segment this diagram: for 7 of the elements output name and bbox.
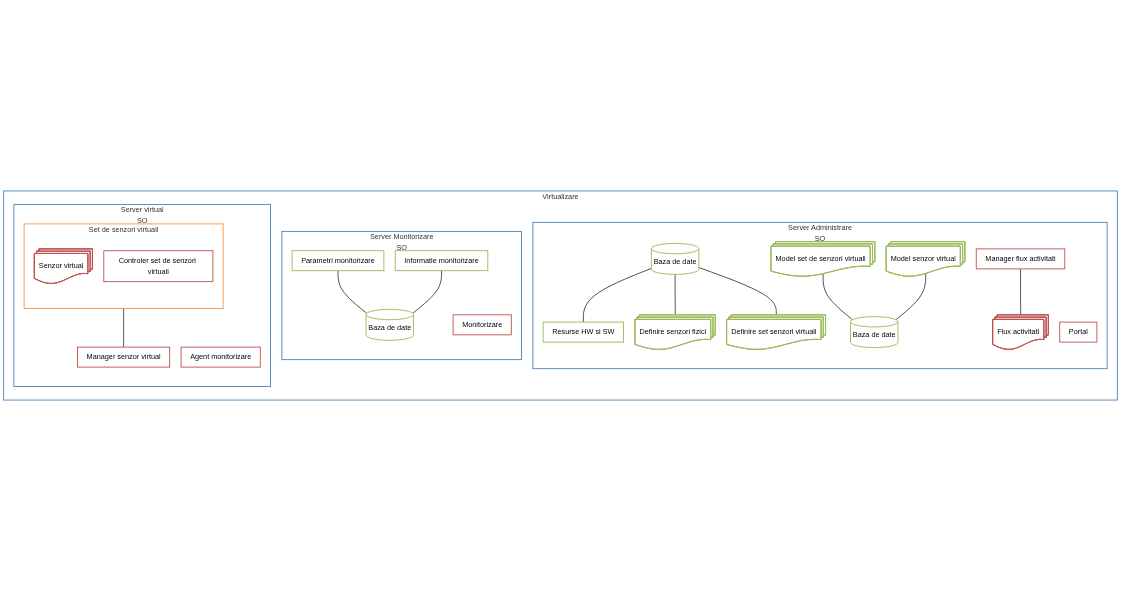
- connector: [822, 273, 853, 321]
- connector: [1020, 268, 1022, 316]
- connector: [337, 270, 368, 314]
- connector: [895, 273, 927, 321]
- connector: [583, 268, 652, 323]
- connector: [412, 270, 442, 314]
- connector: [698, 267, 777, 316]
